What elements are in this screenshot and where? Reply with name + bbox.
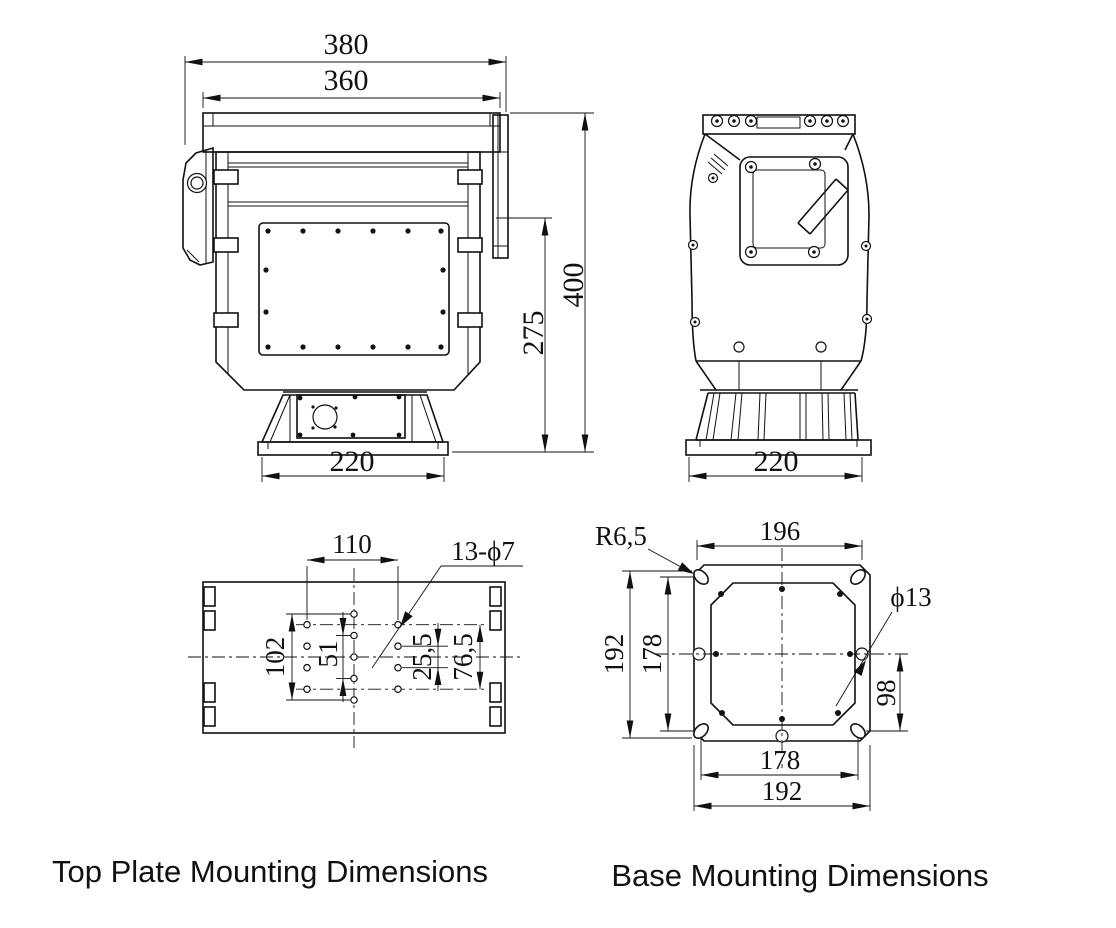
side-base-plate: [685, 439, 872, 456]
dim-base-side-inner: 178: [637, 634, 667, 675]
base-mounting-view: 196 192 178 98 178 192 R6,5 ϕ13: [595, 516, 932, 811]
mounting-holes: [303, 610, 402, 704]
front-base-plate: [257, 441, 449, 456]
dim-tp-rows-span: 102: [260, 637, 290, 678]
front-access-panel: [258, 222, 450, 356]
side-top-plate: [702, 114, 856, 135]
front-connector: [312, 404, 338, 430]
base-outline: [693, 564, 871, 742]
base-slot-br: [850, 723, 866, 739]
dim-front-plate-width: 360: [324, 64, 369, 97]
callout-base-hole-diameter: ϕ13: [890, 582, 931, 612]
front-right-bracket: [492, 114, 509, 259]
title-top-plate: Top Plate Mounting Dimensions: [52, 854, 488, 889]
callout-tp-holes: 13-ϕ7: [451, 536, 515, 566]
dim-base-bottom-outer: 192: [762, 776, 803, 806]
dim-base-bottom-inner: 178: [760, 745, 801, 775]
base-slot-tr: [850, 569, 866, 585]
dim-base-center-to-slot: 98: [871, 680, 901, 707]
side-riser-ribs: [705, 392, 853, 441]
base-inner-octagon: [710, 582, 856, 726]
dim-side-base-width: 220: [754, 445, 799, 478]
base-slot-bl: [693, 723, 709, 739]
dim-tp-columns-span: 110: [332, 529, 372, 559]
dim-base-side-outer: 192: [599, 634, 629, 675]
top-plate-outline: [202, 581, 506, 734]
side-panel-frame: [739, 156, 849, 266]
dim-front-base-width: 220: [330, 445, 375, 478]
dim-front-upper-height: 275: [517, 311, 550, 356]
side-body-right: [852, 133, 870, 362]
front-left-bracket: [182, 146, 214, 266]
title-base: Base Mounting Dimensions: [611, 858, 988, 893]
dim-tp-stagger-span: 76,5: [448, 633, 478, 680]
front-view: 380 360 275 400 220: [182, 28, 594, 482]
front-top-plate: [202, 112, 501, 153]
callout-base-slot-radius: R6,5: [595, 521, 647, 551]
dim-tp-hole-pitch: 25,5: [407, 633, 437, 680]
dim-front-overall-height: 400: [557, 263, 590, 308]
front-pedestal-panel: [296, 394, 406, 439]
front-body: [215, 151, 481, 391]
dim-front-overall-width: 380: [324, 28, 369, 61]
side-body-left: [689, 133, 706, 362]
dim-tp-rows-inner-span: 51: [313, 641, 343, 668]
side-view: 220: [685, 114, 873, 482]
base-slot-tl: [693, 569, 709, 585]
top-plate-mounting-view: 110 102 51 25,5 76,5 13-ϕ7: [188, 529, 523, 748]
dim-base-top-width: 196: [760, 516, 801, 546]
